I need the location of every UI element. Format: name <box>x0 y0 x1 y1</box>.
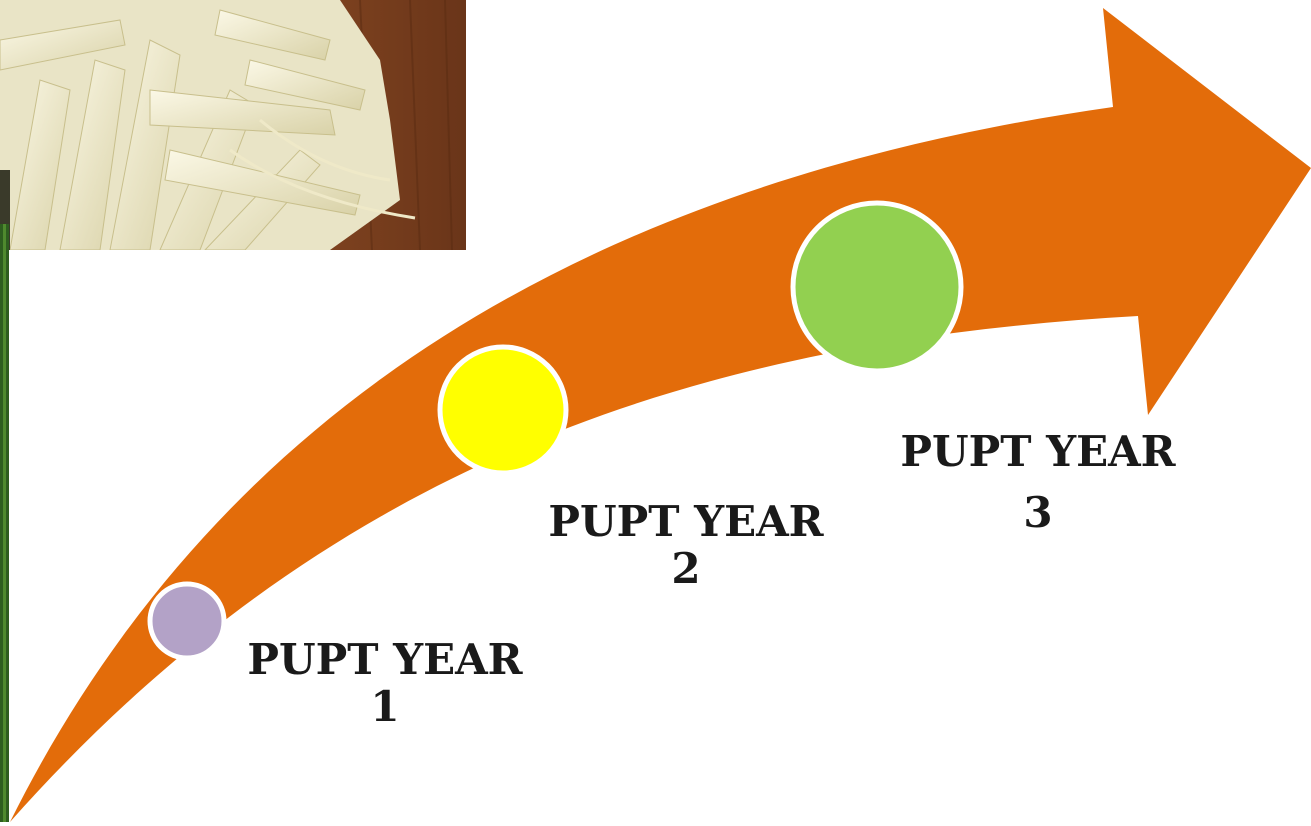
timeline-arrow <box>10 8 1311 822</box>
stage-label-1-title: PUPT YEAR <box>244 636 526 683</box>
stage-label-2-title: PUPT YEAR <box>545 498 827 545</box>
stage-label-1-number: 1 <box>244 683 526 730</box>
stage-label-3-number: 3 <box>897 489 1179 536</box>
stage-label-2-number: 2 <box>545 545 827 592</box>
stage-label-2: PUPT YEAR 2 <box>545 498 827 592</box>
stage-circle-3 <box>793 203 961 371</box>
stage-circle-2 <box>440 347 566 473</box>
stage-label-3: PUPT YEAR 3 <box>897 428 1179 536</box>
stage-label-3-title: PUPT YEAR <box>897 428 1179 475</box>
stage-label-1: PUPT YEAR 1 <box>244 636 526 730</box>
stage-circle-1 <box>150 584 224 658</box>
